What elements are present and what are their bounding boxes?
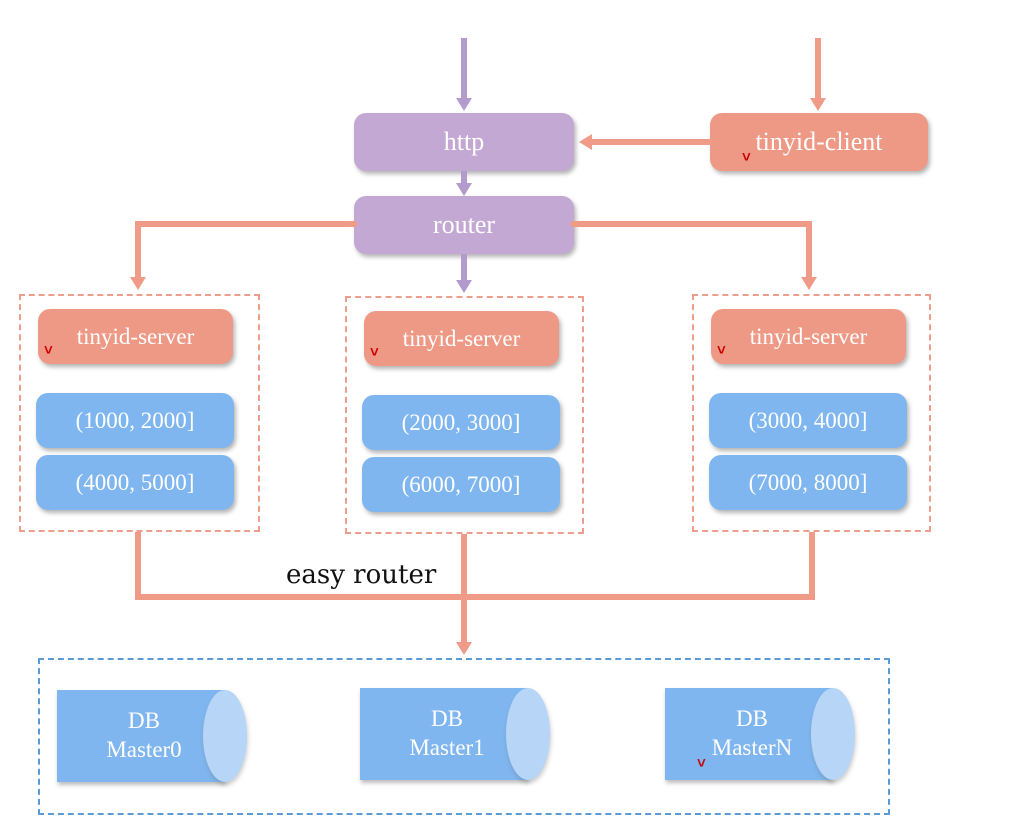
server-group-2-title-label: tinyid-server: [402, 326, 521, 351]
db-master-0[interactable]: DB Master0: [57, 690, 247, 782]
spellcheck-icon: ˅: [370, 344, 379, 361]
node-http-label: http: [443, 127, 485, 156]
server-group-3-range-1-label: (3000, 4000]: [748, 408, 868, 433]
node-router[interactable]: router: [354, 196, 574, 254]
easy-router-label: easy router: [286, 560, 437, 590]
inbound-client-arrow-head: [810, 98, 826, 111]
db-master-0-cap: [203, 690, 247, 782]
db-master-n-line1: DB: [736, 706, 768, 732]
http-to-router-line: [461, 171, 467, 185]
server-group-1-title-label: tinyid-server: [76, 324, 195, 349]
router-right-branch-v: [806, 221, 812, 279]
server-group-1-range-2[interactable]: (4000, 5000]: [36, 455, 234, 510]
db-master-0-label: DB Master0: [57, 690, 247, 782]
db-cluster-container: [38, 658, 890, 815]
client-to-http-arrow-head: [579, 134, 592, 150]
router-center-branch-line: [461, 254, 467, 282]
spellcheck-icon: ˅: [742, 149, 751, 166]
db-master-n-line2: MasterN: [711, 735, 793, 760]
server-group-2-range-1[interactable]: (2000, 3000]: [362, 395, 560, 450]
db-master-n-cap: [811, 688, 855, 780]
router-left-branch-arrow-head: [130, 277, 146, 290]
aggregation-bus: [135, 594, 815, 600]
group-3-downlink: [809, 532, 815, 600]
http-to-router-arrow-head: [456, 183, 472, 196]
db-master-0-line1: DB: [128, 708, 160, 734]
router-right-branch-arrow-head: [801, 277, 817, 290]
db-master-1-line2: Master1: [409, 735, 485, 760]
node-http[interactable]: http: [354, 113, 574, 171]
db-master-1-line1: DB: [431, 706, 463, 732]
server-group-2-range-1-label: (2000, 3000]: [401, 410, 521, 435]
router-center-branch-arrow-head: [456, 280, 472, 293]
server-group-2-title[interactable]: tinyid-server: [364, 311, 559, 366]
bus-to-db-arrow-head: [456, 642, 472, 655]
server-group-3-title-label: tinyid-server: [749, 324, 868, 349]
server-group-3-range-2-label: (7000, 8000]: [748, 470, 868, 495]
server-group-2-range-2-label: (6000, 7000]: [401, 472, 521, 497]
server-group-3: [692, 294, 931, 532]
server-group-2-range-2[interactable]: (6000, 7000]: [362, 457, 560, 512]
spellcheck-icon: ˅: [44, 342, 53, 359]
inbound-client-arrow-line: [815, 38, 821, 100]
router-right-branch-h: [571, 221, 812, 227]
spellcheck-icon: ˅: [697, 755, 706, 772]
db-master-n[interactable]: DB MasterN: [665, 688, 855, 780]
db-master-1-label: DB Master1: [360, 688, 550, 780]
server-group-1-title[interactable]: tinyid-server: [38, 309, 233, 364]
group-1-downlink: [135, 532, 141, 600]
db-master-0-line2: Master0: [106, 737, 182, 762]
router-left-branch-v: [135, 221, 141, 279]
group-2-downlink: [461, 534, 467, 600]
client-to-http-line: [592, 139, 712, 145]
router-left-branch-h: [135, 221, 357, 227]
inbound-http-arrow-line: [461, 38, 467, 100]
server-group-3-range-2[interactable]: (7000, 8000]: [709, 455, 907, 510]
inbound-http-arrow-head: [456, 98, 472, 111]
node-router-label: router: [432, 210, 496, 239]
node-tinyid-client-label: tinyid-client: [755, 127, 883, 156]
db-master-1[interactable]: DB Master1: [360, 688, 550, 780]
server-group-1-range-1[interactable]: (1000, 2000]: [36, 393, 234, 448]
spellcheck-icon: ˅: [717, 342, 726, 359]
server-group-3-title[interactable]: tinyid-server: [711, 309, 906, 364]
server-group-3-range-1[interactable]: (3000, 4000]: [709, 393, 907, 448]
server-group-1: [19, 294, 260, 532]
server-group-2: [345, 296, 584, 534]
db-master-n-label: DB MasterN: [665, 688, 855, 780]
node-tinyid-client[interactable]: tinyid-client: [710, 113, 928, 171]
bus-to-db-line: [461, 594, 467, 644]
db-master-1-cap: [506, 688, 550, 780]
server-group-1-range-2-label: (4000, 5000]: [75, 470, 195, 495]
server-group-1-range-1-label: (1000, 2000]: [75, 408, 195, 433]
